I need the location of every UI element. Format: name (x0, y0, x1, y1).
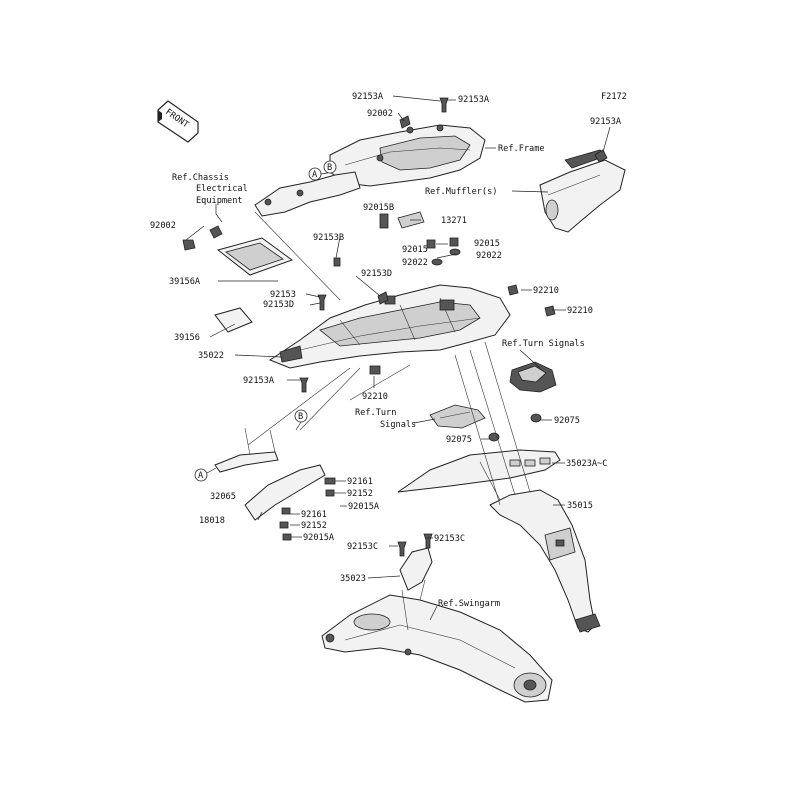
callout-a-bottom: A (194, 467, 217, 482)
label-92153A: 92153A (243, 376, 275, 386)
label-92153A: 92153A (352, 92, 384, 102)
label-92153C: 92153C (434, 534, 465, 544)
mudguard-part (489, 489, 601, 633)
label-92002: 92002 (367, 109, 393, 119)
label-35022: 35022 (198, 351, 224, 361)
label-ref-muffler: Ref.Muffler(s) (425, 187, 497, 197)
label-92210: 92210 (533, 286, 559, 296)
swingarm-part (321, 594, 553, 703)
front-arrow-icon: FRONT (157, 100, 199, 143)
svg-text:A: A (198, 471, 204, 481)
label-92015A: 92015A (303, 533, 335, 543)
label-ref-chassis: Equipment (196, 196, 243, 206)
chain-guard-part (397, 533, 433, 591)
pad-39156-part (214, 307, 253, 333)
label-92022: 92022 (476, 251, 502, 261)
label-ref-frame: Ref.Frame (498, 144, 545, 154)
label-13271: 13271 (441, 216, 467, 226)
label-35015: 35015 (567, 501, 593, 511)
muffler-part (539, 149, 626, 233)
label-92153D: 92153D (361, 269, 392, 279)
label-92015: 92015 (402, 245, 428, 255)
label-92152: 92152 (347, 489, 373, 499)
label-ref-chassis: Ref.Chassis (172, 173, 229, 183)
pad-39156A-part (216, 237, 294, 276)
label-ref-turn-signals: Ref.Turn (355, 408, 396, 418)
label-92153A: 92153A (590, 117, 622, 127)
label-92002: 92002 (150, 221, 176, 231)
label-92161: 92161 (301, 510, 327, 520)
label-ref-swingarm: Ref.Swingarm (438, 599, 500, 609)
label-92015A: 92015A (348, 502, 380, 512)
rear-fender-inner-part (268, 284, 511, 369)
label-92075: 92075 (446, 435, 472, 445)
label-92075: 92075 (554, 416, 580, 426)
label-92015: 92015 (474, 239, 500, 249)
label-ref-turn-signals: Ref.Turn Signals (502, 339, 585, 349)
label-92152: 92152 (301, 521, 327, 531)
label-39156A: 39156A (169, 277, 201, 287)
callout-a-top: A (308, 167, 334, 181)
svg-text:A: A (312, 170, 318, 180)
label-35023: 35023 (340, 574, 366, 584)
plate-bracket-32065-part (214, 427, 279, 473)
svg-text:B: B (327, 163, 332, 173)
part-labels: 92153A 92153A 92153A 92002 Ref.Frame Ref… (150, 92, 622, 609)
label-ref-turn-signals: Signals (380, 420, 416, 430)
label-32065: 32065 (210, 492, 236, 502)
label-92210: 92210 (362, 392, 388, 402)
label-92161: 92161 (347, 477, 373, 487)
label-92022: 92022 (402, 258, 428, 268)
label-92153C: 92153C (347, 542, 378, 552)
label-92210: 92210 (567, 306, 593, 316)
label-92153A: 92153A (458, 95, 490, 105)
license-light-part (429, 404, 486, 429)
svg-text:B: B (298, 412, 303, 422)
rear-frame-part (254, 124, 486, 217)
callout-b-top: B (323, 160, 337, 174)
label-39156: 39156 (174, 333, 200, 343)
label-18018: 18018 (199, 516, 225, 526)
label-ref-chassis: Electrical (196, 184, 248, 194)
label-92153: 92153 (270, 290, 296, 300)
label-92015B: 92015B (363, 203, 394, 213)
fasteners (182, 97, 608, 442)
rear-fender-wing-part (397, 449, 561, 493)
label-92153D: 92153D (263, 300, 294, 310)
figure-code: F2172 (601, 92, 627, 102)
turn-signal-right-part (509, 361, 557, 393)
callout-b-bottom: B (294, 409, 308, 431)
label-92153B: 92153B (313, 233, 344, 243)
leader-lines (185, 95, 611, 631)
label-35023A-C: 35023A~C (566, 459, 607, 469)
